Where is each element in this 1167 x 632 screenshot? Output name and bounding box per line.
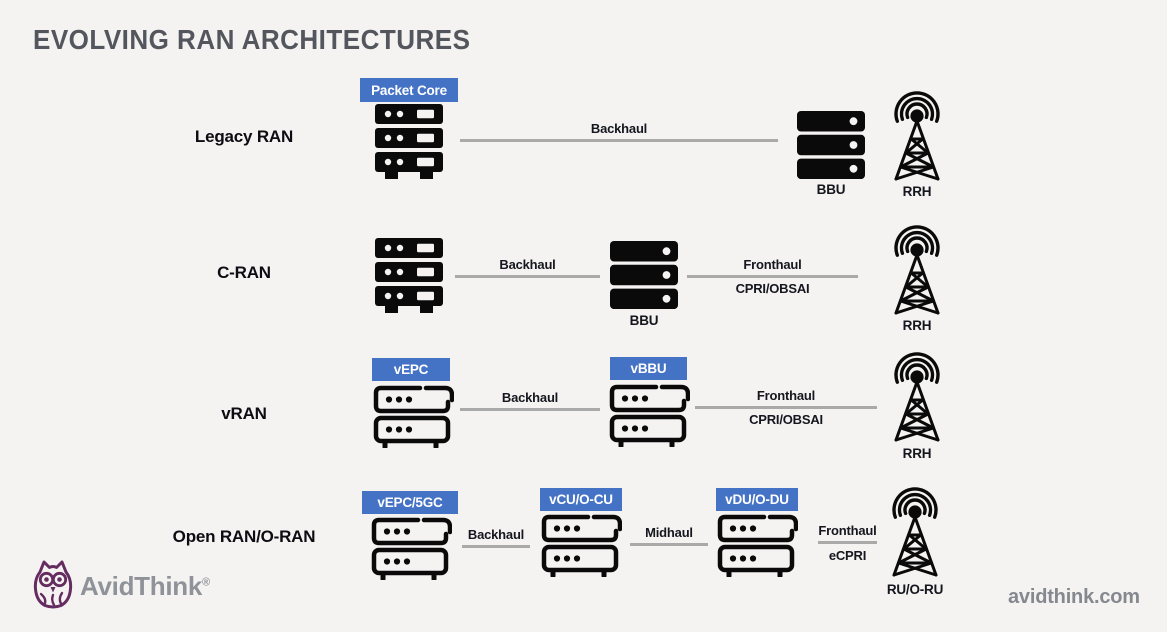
backhaul-line (462, 545, 530, 548)
virtual-server-icon (606, 383, 690, 447)
packet-core-badge: Packet Core (360, 78, 458, 102)
vbbu-badge: vBBU (610, 357, 687, 380)
fronthaul-line (687, 275, 858, 278)
radio-tower-icon (894, 352, 940, 442)
link-label-backhaul: Backhaul (467, 527, 525, 542)
link-label-fronthaul: Fronthaul (818, 523, 877, 538)
link-label-midhaul: Midhaul (645, 525, 693, 540)
radio-tower-icon (892, 487, 938, 577)
row-label-c-ran: C-RAN (217, 263, 271, 282)
ru-oru-caption: RU/O-RU (886, 582, 944, 597)
radio-tower-icon (894, 91, 940, 181)
link-sublabel-ecpri: eCPRI (828, 548, 867, 563)
fronthaul-line (818, 541, 877, 544)
owl-logo-icon (33, 560, 73, 609)
vcu-ocu-badge: vCU/O-CU (540, 488, 622, 511)
server-stack-icon (375, 238, 443, 313)
link-label-backhaul: Backhaul (590, 121, 648, 136)
page-title: EVOLVING RAN ARCHITECTURES (33, 24, 471, 55)
virtual-server-icon (538, 513, 622, 577)
bbu-caption: BBU (816, 182, 846, 197)
virtual-server-icon (714, 513, 798, 577)
registered-mark: ® (202, 576, 210, 589)
row-label-open-ran: Open RAN/O-RAN (172, 527, 316, 546)
bbu-caption: BBU (629, 313, 659, 328)
row-label-vran: vRAN (221, 404, 267, 423)
bbu-server-icon (610, 241, 678, 309)
brand-text: AvidThink (80, 571, 203, 601)
vdu-odu-badge: vDU/O-DU (716, 488, 798, 511)
server-stack-icon (375, 104, 443, 179)
website-link[interactable]: avidthink.com (1008, 586, 1140, 608)
radio-tower-icon (894, 225, 940, 315)
fronthaul-line (695, 406, 877, 409)
link-label-fronthaul: Fronthaul (756, 388, 816, 403)
rrh-caption: RRH (902, 446, 932, 461)
midhaul-line (630, 543, 708, 546)
rrh-caption: RRH (902, 184, 932, 199)
backhaul-line (460, 408, 600, 411)
link-sublabel-cpri-obsai: CPRI/OBSAI (749, 412, 823, 427)
vepc-5gc-badge: vEPC/5GC (362, 491, 458, 514)
link-label-backhaul: Backhaul (499, 257, 556, 272)
virtual-server-icon (370, 384, 454, 448)
link-label-backhaul: Backhaul (501, 390, 559, 405)
rrh-caption: RRH (902, 318, 932, 333)
backhaul-line (460, 139, 778, 142)
row-label-legacy-ran: Legacy RAN (194, 127, 294, 146)
brand-name: AvidThink® (80, 571, 210, 602)
backhaul-line (455, 275, 600, 278)
link-sublabel-cpri-obsai: CPRI/OBSAI (735, 281, 810, 296)
virtual-server-icon (368, 516, 452, 580)
vepc-badge: vEPC (372, 358, 450, 381)
link-label-fronthaul: Fronthaul (743, 257, 802, 272)
bbu-server-icon (797, 111, 865, 179)
